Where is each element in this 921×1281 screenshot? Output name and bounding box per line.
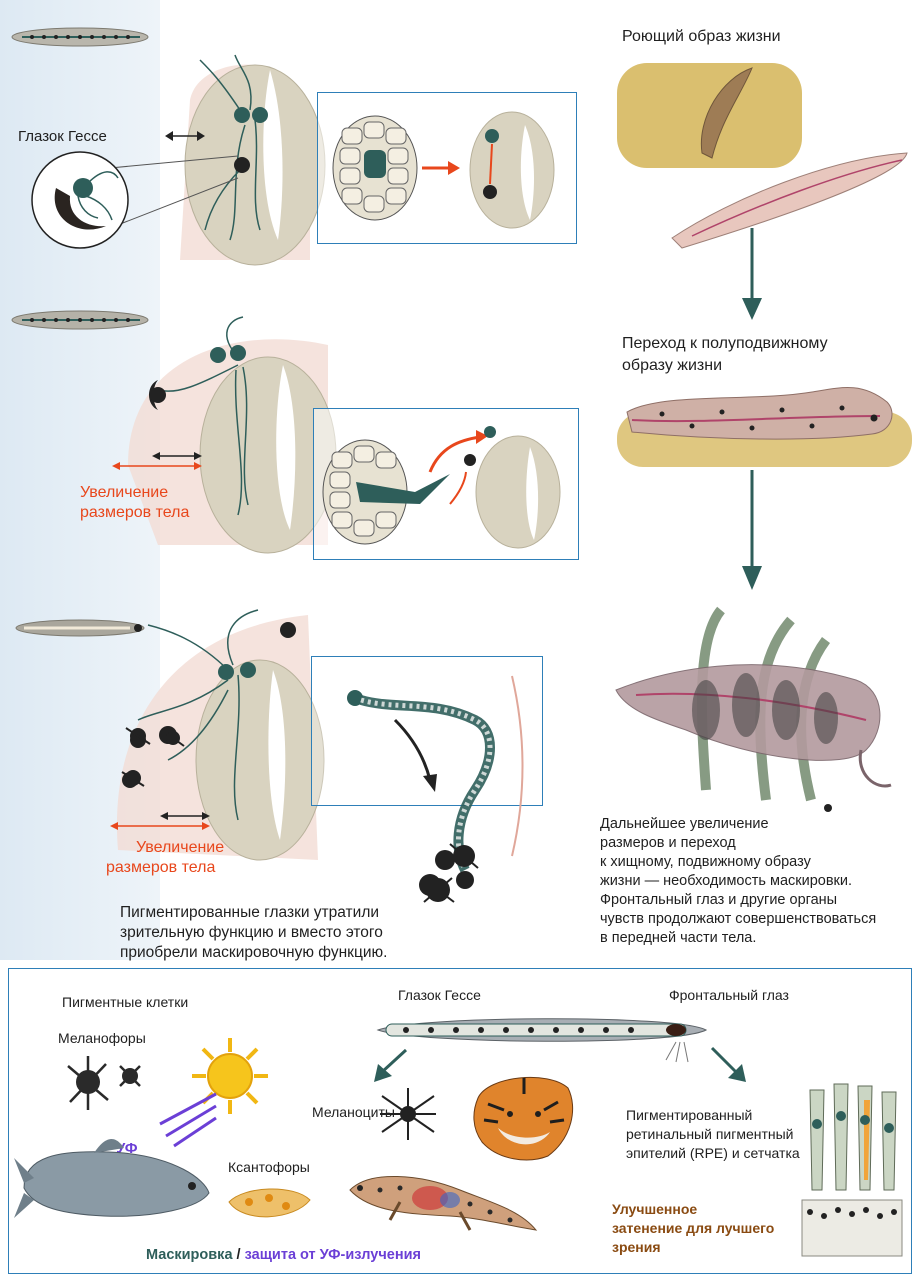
stage3-caption-1: Пигментированные глазки утратили bbox=[120, 904, 380, 921]
bottom-caption: Маскировка / защита от УФ-излучения bbox=[146, 1246, 421, 1265]
stage3-neural-tube bbox=[116, 609, 325, 861]
melanophores-label: Меланофоры bbox=[58, 1030, 146, 1046]
shading-line-2: затенение для лучшего bbox=[612, 1220, 775, 1236]
predator-text-7: в передней части тела. bbox=[600, 930, 757, 946]
retina-cells-illustration bbox=[801, 1083, 903, 1257]
predator-text-6: чувств продолжают совершенствоваться bbox=[600, 911, 877, 927]
stage3-caption-2: зрительную функцию и вместо этого bbox=[120, 924, 383, 941]
stage1-larva-icon bbox=[11, 27, 149, 47]
xanthophores-label: Ксантофоры bbox=[228, 1159, 310, 1175]
uv-protection-label: защита от УФ-излучения bbox=[244, 1247, 421, 1263]
predator-text-2: размеров и переход bbox=[600, 835, 736, 851]
stage1-neural-tube bbox=[180, 54, 326, 266]
arrow-down-2-icon bbox=[742, 470, 762, 590]
melanocytes-label: Меланоциты bbox=[312, 1104, 395, 1120]
pigment-cells-label: Пигментные клетки bbox=[62, 994, 189, 1010]
predator-text-5: Фронтальный глаз и другие органы bbox=[600, 892, 838, 908]
camouflage-label: Маскировка bbox=[146, 1247, 233, 1263]
uv-rays-icon bbox=[159, 1092, 217, 1148]
bottom-panel bbox=[8, 968, 912, 1274]
stage3-melanophore-migration bbox=[347, 690, 495, 896]
tiger-illustration bbox=[473, 1076, 574, 1161]
stage3-released-melanophores bbox=[421, 843, 479, 903]
stage3-larva-icon bbox=[15, 619, 145, 637]
frontal-eye-label: Фронтальный глаз bbox=[669, 987, 789, 1003]
stage2-size-arrow-icon bbox=[112, 452, 202, 470]
semi-mobile-animal-illustration bbox=[617, 387, 912, 467]
rpe-line-2: ретинальный пигментный bbox=[626, 1126, 794, 1142]
hesse-eye-label: Глазок Гессе bbox=[18, 128, 107, 145]
melanophore-icon bbox=[67, 1056, 141, 1110]
rpe-line-1: Пигментированный bbox=[626, 1107, 753, 1123]
transition-title-1: Переход к полуподвижному bbox=[622, 335, 828, 352]
xanthophore-icon bbox=[228, 1188, 311, 1218]
stage3-size-label-1: Увеличение bbox=[136, 839, 225, 856]
stage2-neural-tube bbox=[128, 316, 337, 554]
stage2-size-label-1: Увеличение bbox=[80, 484, 169, 501]
predator-text-4: жизни — необходимость маскировки. bbox=[600, 873, 853, 889]
shading-line-1: Улучшенное bbox=[612, 1201, 698, 1217]
arrow-down-1-icon bbox=[742, 228, 762, 320]
shading-line-3: зрения bbox=[612, 1239, 661, 1255]
hesse-eye-zoom-icon bbox=[31, 151, 239, 249]
predator-text-3: к хищному, подвижному образу bbox=[600, 854, 811, 870]
melanocyte-icon bbox=[380, 1088, 436, 1140]
stage2-larva-icon bbox=[11, 310, 149, 330]
caption-slash: / bbox=[232, 1247, 245, 1263]
arrow-to-melanocytes-icon bbox=[374, 1048, 408, 1082]
rpe-line-3: эпителий (RPE) и сетчатка bbox=[626, 1145, 800, 1161]
predator-animal-illustration bbox=[615, 606, 892, 812]
arrow-to-retina-icon bbox=[710, 1046, 746, 1082]
stage2-cell-migration-diagram bbox=[322, 426, 561, 549]
stage3-size-label-2: размеров тела bbox=[106, 859, 216, 876]
burrowing-sand-illustration bbox=[617, 63, 908, 249]
stage3-caption-3: приобрели маскировочную функцию. bbox=[120, 944, 388, 961]
stage1-cell-migration-diagram bbox=[332, 111, 555, 229]
stage3-melanophore-cluster-icon bbox=[121, 727, 185, 787]
stage3-skin-edge bbox=[511, 675, 524, 857]
stage2-size-label-2: размеров тела bbox=[80, 504, 190, 521]
fish-illustration bbox=[14, 1138, 210, 1218]
transition-title-2: образу жизни bbox=[622, 357, 723, 374]
hesse-eye-label-bottom: Глазок Гессе bbox=[398, 987, 481, 1003]
amphioxus-body-illustration bbox=[376, 1018, 708, 1063]
predator-text-1: Дальнейшее увеличение bbox=[600, 816, 769, 832]
stage1-size-arrow-icon bbox=[165, 131, 205, 141]
stage3-size-arrow-icon bbox=[110, 812, 210, 830]
salamander-illustration bbox=[349, 1176, 538, 1231]
burrowing-title: Роющий образ жизни bbox=[622, 28, 781, 45]
